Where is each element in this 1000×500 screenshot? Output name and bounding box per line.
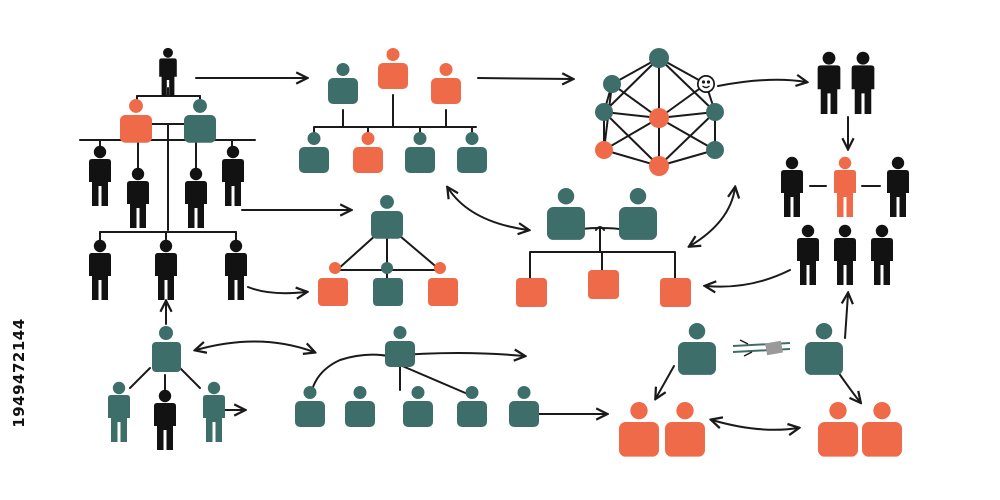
person-figure-icon [154,389,176,450]
person-bust-icon [619,188,657,240]
person-bust-icon [547,188,585,240]
person-bust-icon [665,402,705,457]
orange-block-icon [588,270,619,299]
paper-note-icon [732,339,791,357]
person-figure-icon [781,156,803,217]
person-bust-icon [378,48,408,89]
arrow-icon [247,286,306,293]
person-figure-icon [851,51,875,114]
person-bust-icon [818,402,858,457]
person-bust-icon [509,386,539,427]
network-node-icon [381,262,393,274]
arrow-icon [837,371,860,402]
person-figure-icon [155,239,177,300]
person-bust-icon [619,402,659,457]
person-figure-icon [185,167,207,228]
arrow-icon [656,365,675,398]
person-bust-icon [353,132,383,173]
person-bust-icon [431,63,461,104]
person-bust-icon [678,323,716,375]
network-node-icon [595,103,613,121]
network-node-icon [434,262,446,274]
double-arrow-icon [196,340,314,352]
person-figure-icon [887,156,909,217]
person-bust-icon [328,63,358,104]
person-bust-icon [862,402,902,457]
person-bust-icon [385,326,415,367]
person-bust-icon [405,132,435,173]
person-bust-icon [457,386,487,427]
person-figure-icon [108,381,130,442]
orange-block-icon [318,278,348,306]
smiley-face-icon [697,75,715,93]
network-node-icon [649,156,669,176]
network-node-icon [595,141,613,159]
person-bust-icon [457,132,487,173]
network-node-icon [706,141,724,159]
person-figure-icon [159,47,177,96]
teal-block-icon [152,342,181,372]
person-bust-icon [371,195,403,239]
arrow-icon [477,78,572,79]
person-figure-icon [203,381,225,442]
teal-block-icon [373,278,403,306]
arrow-icon [845,294,848,339]
person-figure-icon [89,239,111,300]
network-node-icon [603,75,621,93]
image-id-text: 1949472144 [10,318,28,428]
orange-block-icon [428,278,458,306]
person-figure-icon [871,224,893,285]
person-bust-icon [120,99,152,143]
arrow-icon [706,269,791,287]
person-bust-icon [299,132,329,173]
person-figure-icon [127,167,149,228]
network-node-icon [329,262,341,274]
person-bust-icon [345,386,375,427]
image-id-label: 1949472144 [4,258,34,488]
person-figure-icon [817,51,841,114]
network-node-icon [159,326,173,340]
network-node-icon [706,103,724,121]
orange-block-icon [516,278,547,307]
person-bust-icon [805,323,843,375]
arrow-icon [717,80,806,87]
network-node-icon [649,108,669,128]
person-figure-icon [797,224,819,285]
person-figure-icon [222,145,244,206]
person-bust-icon [403,386,433,427]
network-node-icon [649,48,669,68]
person-bust-icon [184,99,216,143]
person-figure-icon [834,156,856,217]
double-arrow-icon [712,420,798,430]
person-figure-icon [834,224,856,285]
person-bust-icon [295,386,325,427]
orange-block-icon [660,278,691,307]
double-arrow-icon [690,188,735,246]
person-figure-icon [89,145,111,206]
double-arrow-icon [448,188,528,230]
person-figure-icon [225,239,247,300]
